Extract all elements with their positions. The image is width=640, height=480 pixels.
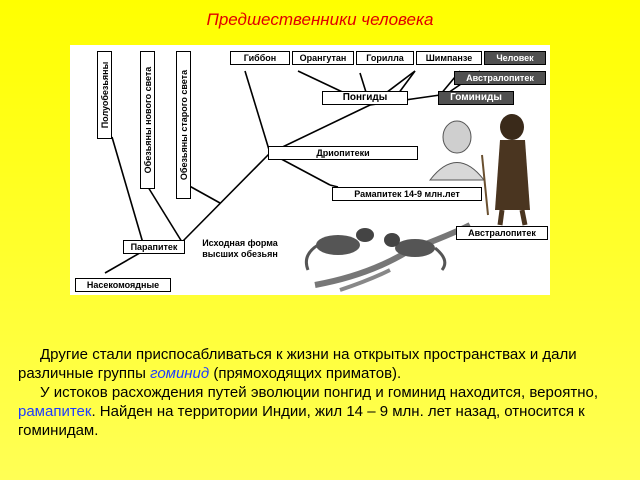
pongids-box: Понгиды bbox=[322, 91, 408, 105]
parapithecus-box: Парапитек bbox=[123, 240, 185, 254]
evolution-diagram: Полуобезьяны Обезьяны нового света Обезь… bbox=[70, 45, 550, 295]
gorilla-box: Горилла bbox=[356, 51, 414, 65]
ancestral-form-label: Исходная форма высших обезьян bbox=[202, 238, 278, 259]
primate-illustration bbox=[428, 114, 530, 226]
paragraph-1: Другие стали приспосабливаться к жизни н… bbox=[18, 346, 577, 382]
dryopithecus-box: Дриопитеки bbox=[268, 146, 418, 160]
chimpanzee-box: Шимпанзе bbox=[416, 51, 482, 65]
prosimians-label: Полуобезьяны bbox=[97, 51, 112, 139]
australopithecus-top-box: Австралопитек bbox=[454, 71, 546, 85]
ramapithecus-term: рамапитек bbox=[18, 403, 92, 420]
human-box: Человек bbox=[484, 51, 546, 65]
ramapithecus-box: Рамапитек 14-9 млн.лет bbox=[332, 187, 482, 201]
paragraph-2: У истоков расхождения путей эволюции пон… bbox=[18, 384, 598, 439]
hominids-term: гоминид bbox=[150, 365, 210, 382]
hominids-box: Гоминиды bbox=[438, 91, 514, 105]
australopithecus-bottom-box: Австралопитек bbox=[456, 226, 548, 240]
branch-and-animals-illustration bbox=[304, 222, 472, 292]
orangutan-box: Орангутан bbox=[292, 51, 354, 65]
new-world-monkeys-label: Обезьяны нового света bbox=[140, 51, 155, 189]
gibbon-box: Гиббон bbox=[230, 51, 290, 65]
slide-title: Предшественники человека bbox=[206, 10, 434, 29]
body-text: Другие стали приспосабливаться к жизни н… bbox=[18, 345, 618, 440]
insectivores-box: Насекомоядные bbox=[75, 278, 171, 292]
old-world-monkeys-label: Обезьяны старого света bbox=[176, 51, 191, 199]
